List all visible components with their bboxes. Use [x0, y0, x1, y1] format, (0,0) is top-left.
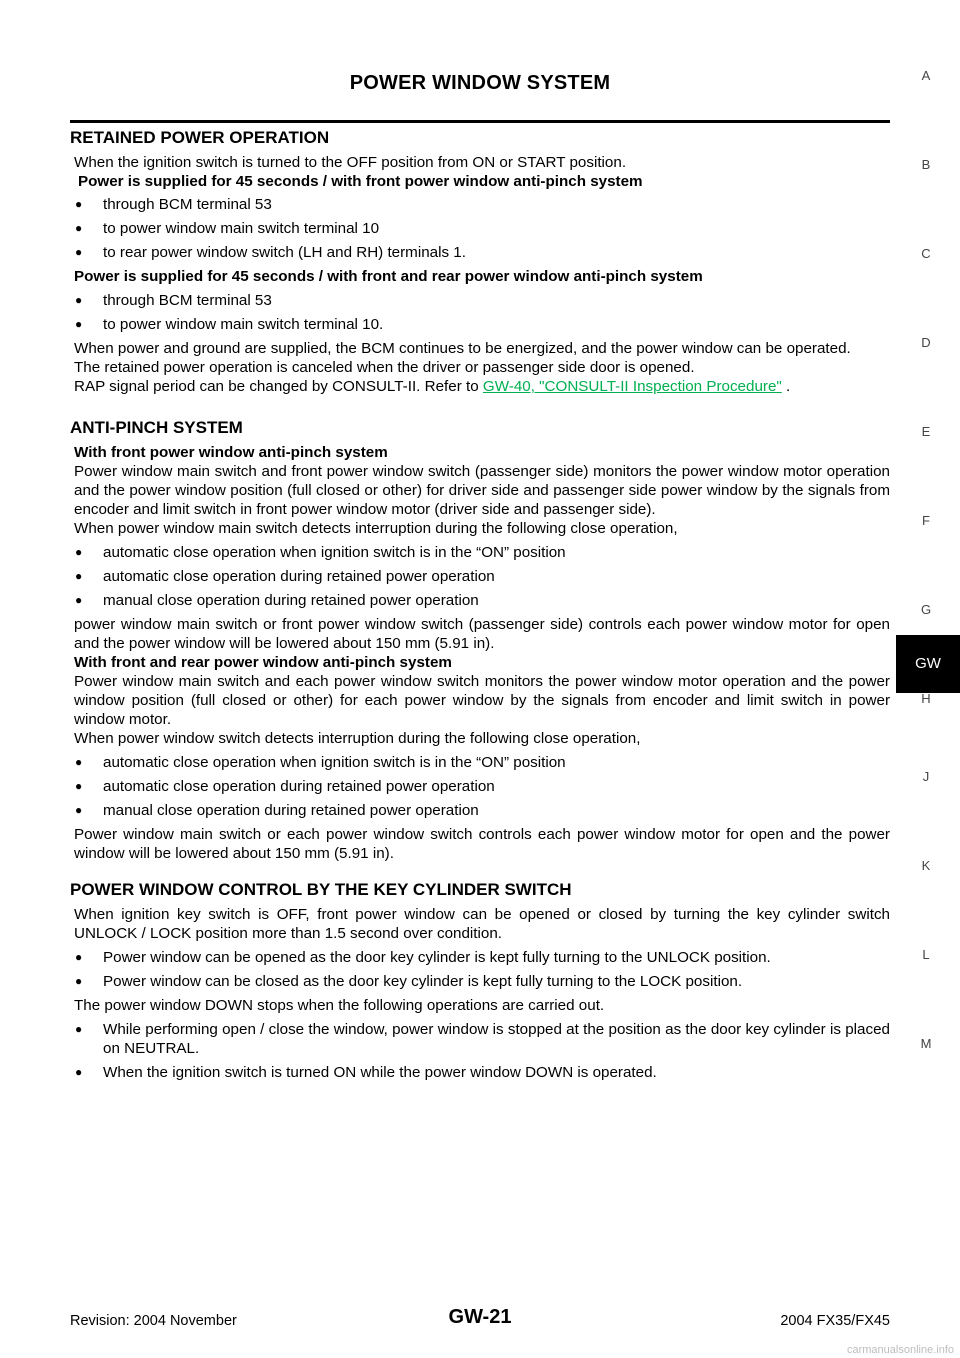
- list-item: ●manual close operation during retained …: [75, 802, 479, 819]
- section-key-cylinder: POWER WINDOW CONTROL BY THE KEY CYLINDER…: [70, 880, 890, 1082]
- subheading: Power is supplied for 45 seconds / with …: [74, 268, 703, 285]
- subheading: With front power window anti-pinch syste…: [74, 444, 388, 461]
- bullet-icon: ●: [75, 545, 83, 559]
- footer-revision: Revision: 2004 November: [70, 1313, 237, 1329]
- paragraph: When ignition key switch is OFF, front p…: [74, 906, 890, 942]
- subheading: Power is supplied for 45 seconds / with …: [78, 173, 643, 190]
- paragraph: The retained power operation is canceled…: [74, 359, 695, 376]
- section-retained-power: RETAINED POWER OPERATION When the igniti…: [70, 128, 890, 396]
- bullet-icon: ●: [75, 1065, 83, 1079]
- side-index-a[interactable]: A: [921, 68, 931, 83]
- list-item: ●automatic close operation during retain…: [75, 568, 495, 585]
- paragraph-with-link: RAP signal period can be changed by CONS…: [74, 378, 791, 395]
- section-heading: ANTI-PINCH SYSTEM: [70, 418, 243, 437]
- bullet-icon: ●: [75, 1022, 83, 1036]
- list-item: ●automatic close operation when ignition…: [75, 754, 566, 771]
- reference-link[interactable]: GW-40, "CONSULT-II Inspection Procedure": [482, 378, 782, 395]
- bullet-icon: ●: [75, 221, 83, 235]
- paragraph: When power and ground are supplied, the …: [74, 340, 851, 357]
- page-title: POWER WINDOW SYSTEM: [349, 72, 611, 94]
- bullet-icon: ●: [75, 317, 83, 331]
- list-item: ●manual close operation during retained …: [75, 592, 479, 609]
- side-index-f[interactable]: F: [922, 513, 930, 528]
- bullet-icon: ●: [75, 755, 83, 769]
- list-item: ●automatic close operation during retain…: [75, 778, 495, 795]
- subheading: With front and rear power window anti-pi…: [74, 654, 452, 671]
- list-item: ●through BCM terminal 53: [75, 196, 272, 213]
- list-item: ●Power window can be opened as the door …: [75, 949, 771, 966]
- side-index-c[interactable]: C: [921, 246, 931, 261]
- list-item: ●automatic close operation when ignition…: [75, 544, 566, 561]
- side-index-l[interactable]: L: [922, 947, 930, 962]
- section-anti-pinch: ANTI-PINCH SYSTEM With front power windo…: [70, 418, 890, 863]
- paragraph: The power window DOWN stops when the fol…: [74, 997, 605, 1014]
- side-index-h[interactable]: H: [921, 691, 931, 706]
- side-index-b[interactable]: B: [921, 157, 931, 172]
- side-index-d[interactable]: D: [921, 335, 931, 350]
- bullet-icon: ●: [75, 974, 83, 988]
- list-item: ●to power window main switch terminal 10…: [75, 316, 384, 333]
- bullet-icon: ●: [75, 245, 83, 259]
- bullet-icon: ●: [75, 950, 83, 964]
- paragraph: Power window main switch and front power…: [74, 463, 890, 518]
- footer-page-number: GW-21: [448, 1306, 512, 1328]
- side-index-gw-active[interactable]: GW: [896, 635, 960, 693]
- list-item: ●through BCM terminal 53: [75, 292, 272, 309]
- section-heading: RETAINED POWER OPERATION: [70, 128, 330, 147]
- list-item: ●to power window main switch terminal 10: [75, 220, 380, 237]
- bullet-icon: ●: [75, 593, 83, 607]
- watermark: carmanualsonline.info: [846, 1344, 954, 1356]
- section-heading: POWER WINDOW CONTROL BY THE KEY CYLINDER…: [70, 880, 572, 899]
- side-index-k[interactable]: K: [921, 858, 931, 873]
- list-item: ●When the ignition switch is turned ON w…: [75, 1064, 657, 1081]
- paragraph: When power window switch detects interru…: [74, 730, 641, 747]
- side-index-e[interactable]: E: [921, 424, 931, 439]
- side-index-g[interactable]: G: [920, 602, 932, 617]
- paragraph: Power window main switch or each power w…: [74, 826, 890, 862]
- footer-model: 2004 FX35/FX45: [780, 1313, 890, 1329]
- bullet-icon: ●: [75, 803, 83, 817]
- paragraph: When power window main switch detects in…: [74, 520, 678, 537]
- paragraph: When the ignition switch is turned to th…: [74, 154, 627, 171]
- bullet-icon: ●: [75, 569, 83, 583]
- paragraph: Power window main switch and each power …: [74, 673, 890, 728]
- header-rule: [70, 120, 890, 123]
- side-index-m[interactable]: M: [920, 1036, 932, 1051]
- list-item: ●While performing open / close the windo…: [75, 1021, 890, 1057]
- bullet-icon: ●: [75, 197, 83, 211]
- paragraph: power window main switch or front power …: [74, 616, 890, 652]
- side-index-j[interactable]: J: [922, 769, 930, 784]
- list-item: ●to rear power window switch (LH and RH)…: [75, 244, 466, 261]
- bullet-icon: ●: [75, 779, 83, 793]
- list-item: ●Power window can be closed as the door …: [75, 973, 743, 990]
- bullet-icon: ●: [75, 293, 83, 307]
